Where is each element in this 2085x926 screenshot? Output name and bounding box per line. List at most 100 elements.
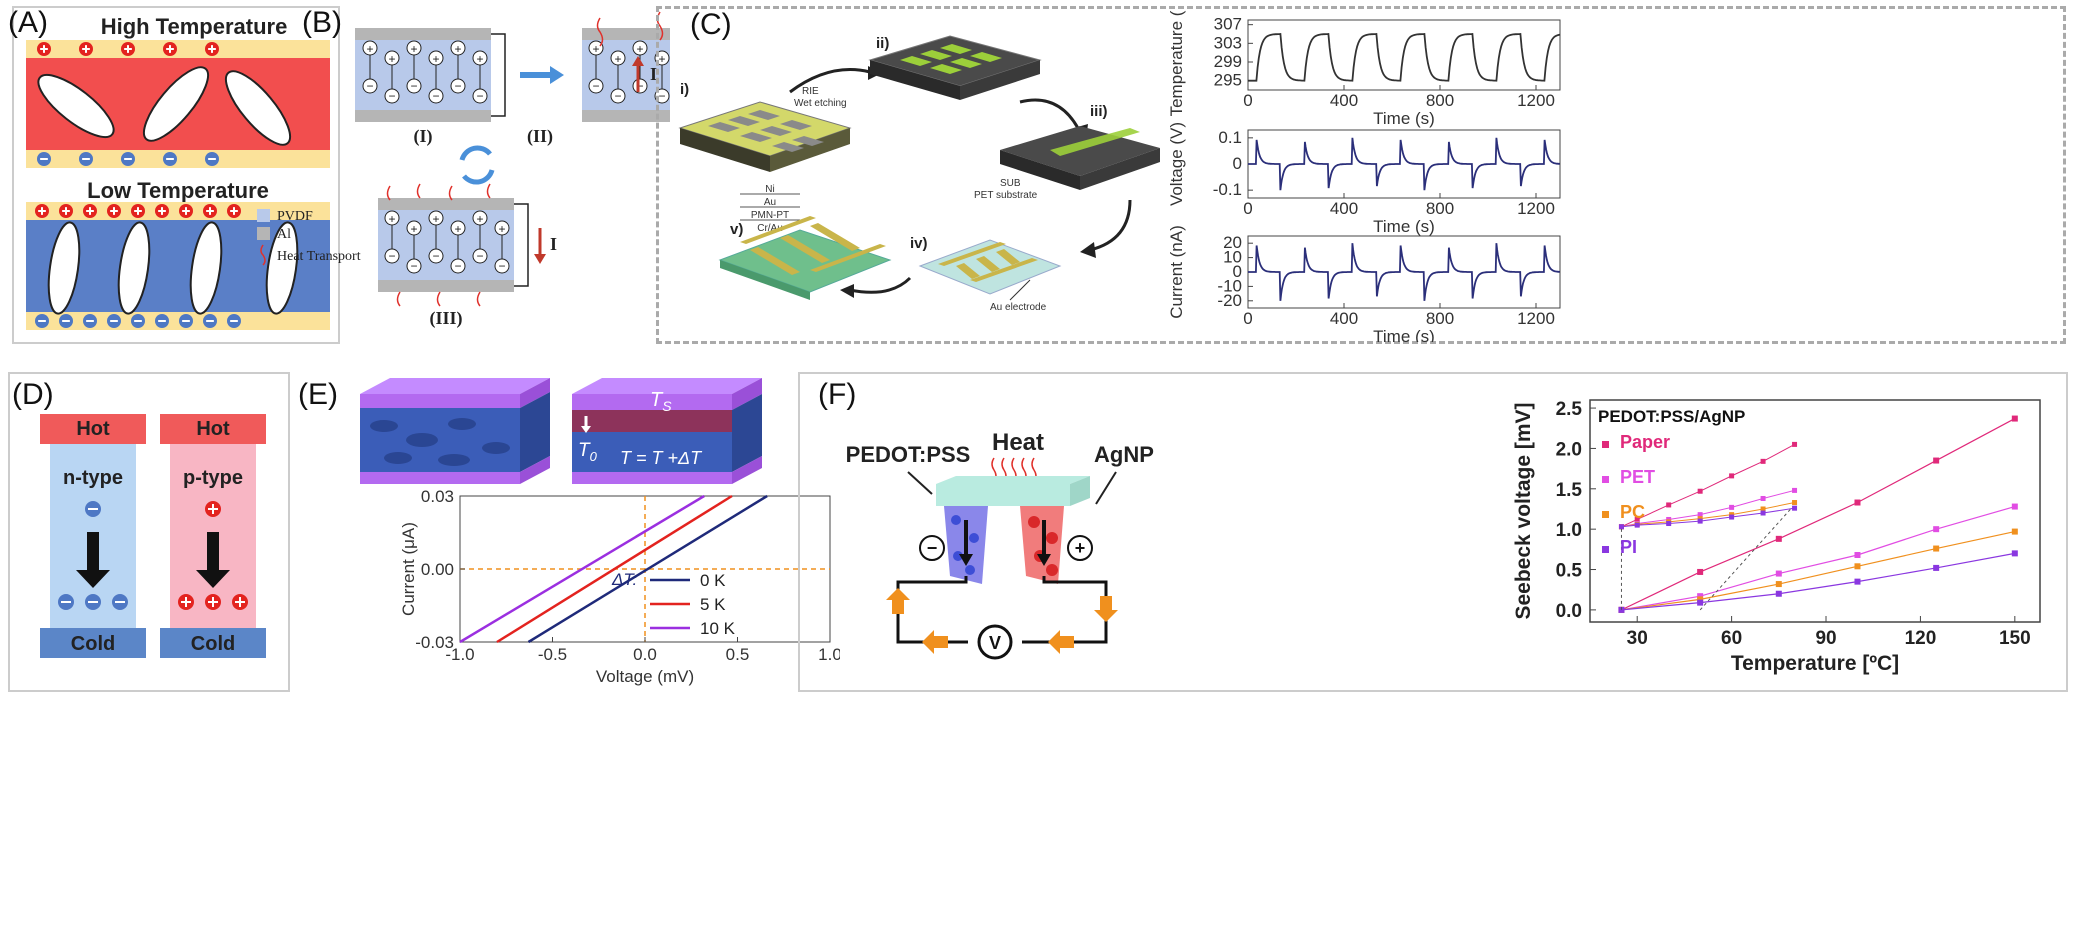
f-series-line	[1621, 505, 2015, 611]
pet-substrate-label: PET substrate	[974, 190, 1038, 201]
c-x-tick-label: 400	[1330, 91, 1358, 110]
f-inset-point	[1618, 524, 1624, 530]
f-legend-label: PET	[1620, 467, 1655, 487]
cycle-arrows-icon	[459, 145, 495, 185]
c-y-tick-label: 303	[1214, 33, 1242, 52]
panel-a-diagram: High Temperature Low Temperature	[26, 14, 330, 330]
f-inset-point	[1697, 488, 1703, 494]
p-arrow-icon	[196, 532, 230, 588]
step-v-chip: v)	[718, 216, 892, 300]
c-y-tick-label: -10	[1217, 276, 1242, 295]
layer-au: Au	[764, 197, 776, 208]
f-data-point	[1775, 590, 1782, 597]
panel-a-frame	[12, 6, 340, 344]
svg-text:+: +	[432, 52, 439, 66]
f-y-axis-label: Seebeck voltage [mV]	[1512, 402, 1535, 619]
ts-equation-label: T = T +ΔT	[620, 448, 703, 468]
voltmeter-icon: V	[977, 624, 1013, 660]
c-y-tick-label: 299	[1214, 52, 1242, 71]
svg-text:+: +	[498, 222, 505, 236]
f-inset-point	[1760, 506, 1766, 512]
panel-b-letter: (B)	[302, 6, 342, 39]
hot-bottom-strip	[26, 150, 330, 168]
state-iii-label: (III)	[429, 308, 462, 329]
step-i-chip: i) Ni Au PMN-PT Cr/Au	[678, 81, 852, 234]
panel-b-diagram: +−+−+−+−+−+− (I) +−+−+−+−+−+− I (II)	[355, 11, 670, 329]
f-data-point	[1775, 570, 1782, 577]
svg-text:−: −	[454, 79, 461, 93]
e-x-tick-label: 0.5	[726, 645, 750, 664]
p-carrier-icon	[205, 501, 221, 517]
f-data-point	[1618, 606, 1625, 613]
f-data-point	[1854, 551, 1861, 558]
f-data-point	[1854, 563, 1861, 570]
f-plot-frame	[1589, 399, 2041, 623]
ts-label: TS	[650, 389, 672, 414]
c-x-tick-label: 0	[1243, 91, 1252, 110]
svg-text:+: +	[366, 42, 373, 56]
f-inset-point	[1792, 505, 1798, 511]
step-ii-chip: ii)	[868, 35, 1042, 100]
layer-ni: Ni	[765, 184, 774, 195]
f-legend-swatch	[1602, 441, 1609, 448]
sub-label: SUB	[1000, 178, 1021, 189]
svg-text:−: −	[432, 249, 439, 263]
panel-d-letter: (D)	[12, 378, 54, 411]
e-x-tick-label: -1.0	[445, 645, 474, 664]
c-y-tick-label: 0.1	[1218, 128, 1242, 147]
p-hot-label: Hot	[196, 418, 230, 440]
c-y-tick-label: -20	[1217, 291, 1242, 310]
f-inset-point	[1666, 502, 1672, 508]
tilted-dipoles	[37, 66, 292, 146]
dipole-minus-end	[494, 258, 510, 274]
svg-text:+: +	[592, 42, 599, 56]
cold-top-strip	[26, 202, 330, 220]
f-y-tick-label: 1.5	[1556, 480, 1583, 501]
f-y-tick-label: 2.0	[1556, 439, 1582, 460]
c-x-axis-label: Time (s)	[1373, 217, 1435, 236]
svg-text:−: −	[410, 79, 417, 93]
svg-text:−: −	[366, 79, 373, 93]
f-y-tick-label: 2.5	[1556, 399, 1583, 420]
p-carriers-bottom	[178, 594, 248, 610]
c-y-tick-label: 20	[1223, 233, 1242, 252]
panel-c-letter: (C)	[690, 8, 732, 41]
p-cold-block	[160, 628, 266, 658]
f-inset-point	[1729, 514, 1735, 520]
svg-text:−: −	[432, 89, 439, 103]
f-inset-point	[1634, 516, 1640, 522]
f-legend-label: PC	[1620, 502, 1645, 522]
pedot-label: PEDOT:PSS	[846, 442, 971, 467]
e-y-tick-label: 0.00	[421, 560, 454, 579]
f-data-point	[1697, 568, 1704, 575]
dipole-minus-end	[428, 88, 444, 104]
f-inset-point	[1792, 500, 1798, 506]
cold-bottom-strip	[26, 312, 330, 330]
e-x-tick-label: -0.5	[538, 645, 567, 664]
p-hot-block	[160, 414, 266, 444]
c-series-line	[1248, 137, 1560, 191]
high-temperature-title: High Temperature	[101, 14, 288, 39]
svg-text:+: +	[1075, 538, 1086, 558]
f-data-point	[2011, 550, 2018, 557]
e-series-line	[459, 494, 705, 644]
f-legend-swatch	[1602, 546, 1609, 553]
heat-down-arrow-icon	[581, 416, 591, 433]
f-inset-point	[1697, 518, 1703, 524]
c-x-tick-label: 0	[1243, 309, 1252, 328]
svg-text:−: −	[658, 89, 665, 103]
step-iv-chip: iv) Au electrode	[910, 235, 1062, 313]
e-y-tick-label: 0.03	[421, 490, 454, 506]
f-data-point	[1697, 593, 1704, 600]
svg-text:+: +	[658, 52, 665, 66]
f-data-point	[1697, 596, 1704, 603]
svg-text:−: −	[614, 89, 621, 103]
agnp-label: AgNP	[1094, 442, 1154, 467]
svg-text:+: +	[454, 42, 461, 56]
f-series-line	[1621, 530, 2015, 611]
thermoelectric-device-diagram: Heat PEDOT:PSS AgNP − + V	[846, 429, 1154, 660]
e-x-axis-label: Voltage (mV)	[596, 667, 694, 686]
c-series-line	[1248, 243, 1560, 301]
svg-text:−: −	[454, 259, 461, 273]
